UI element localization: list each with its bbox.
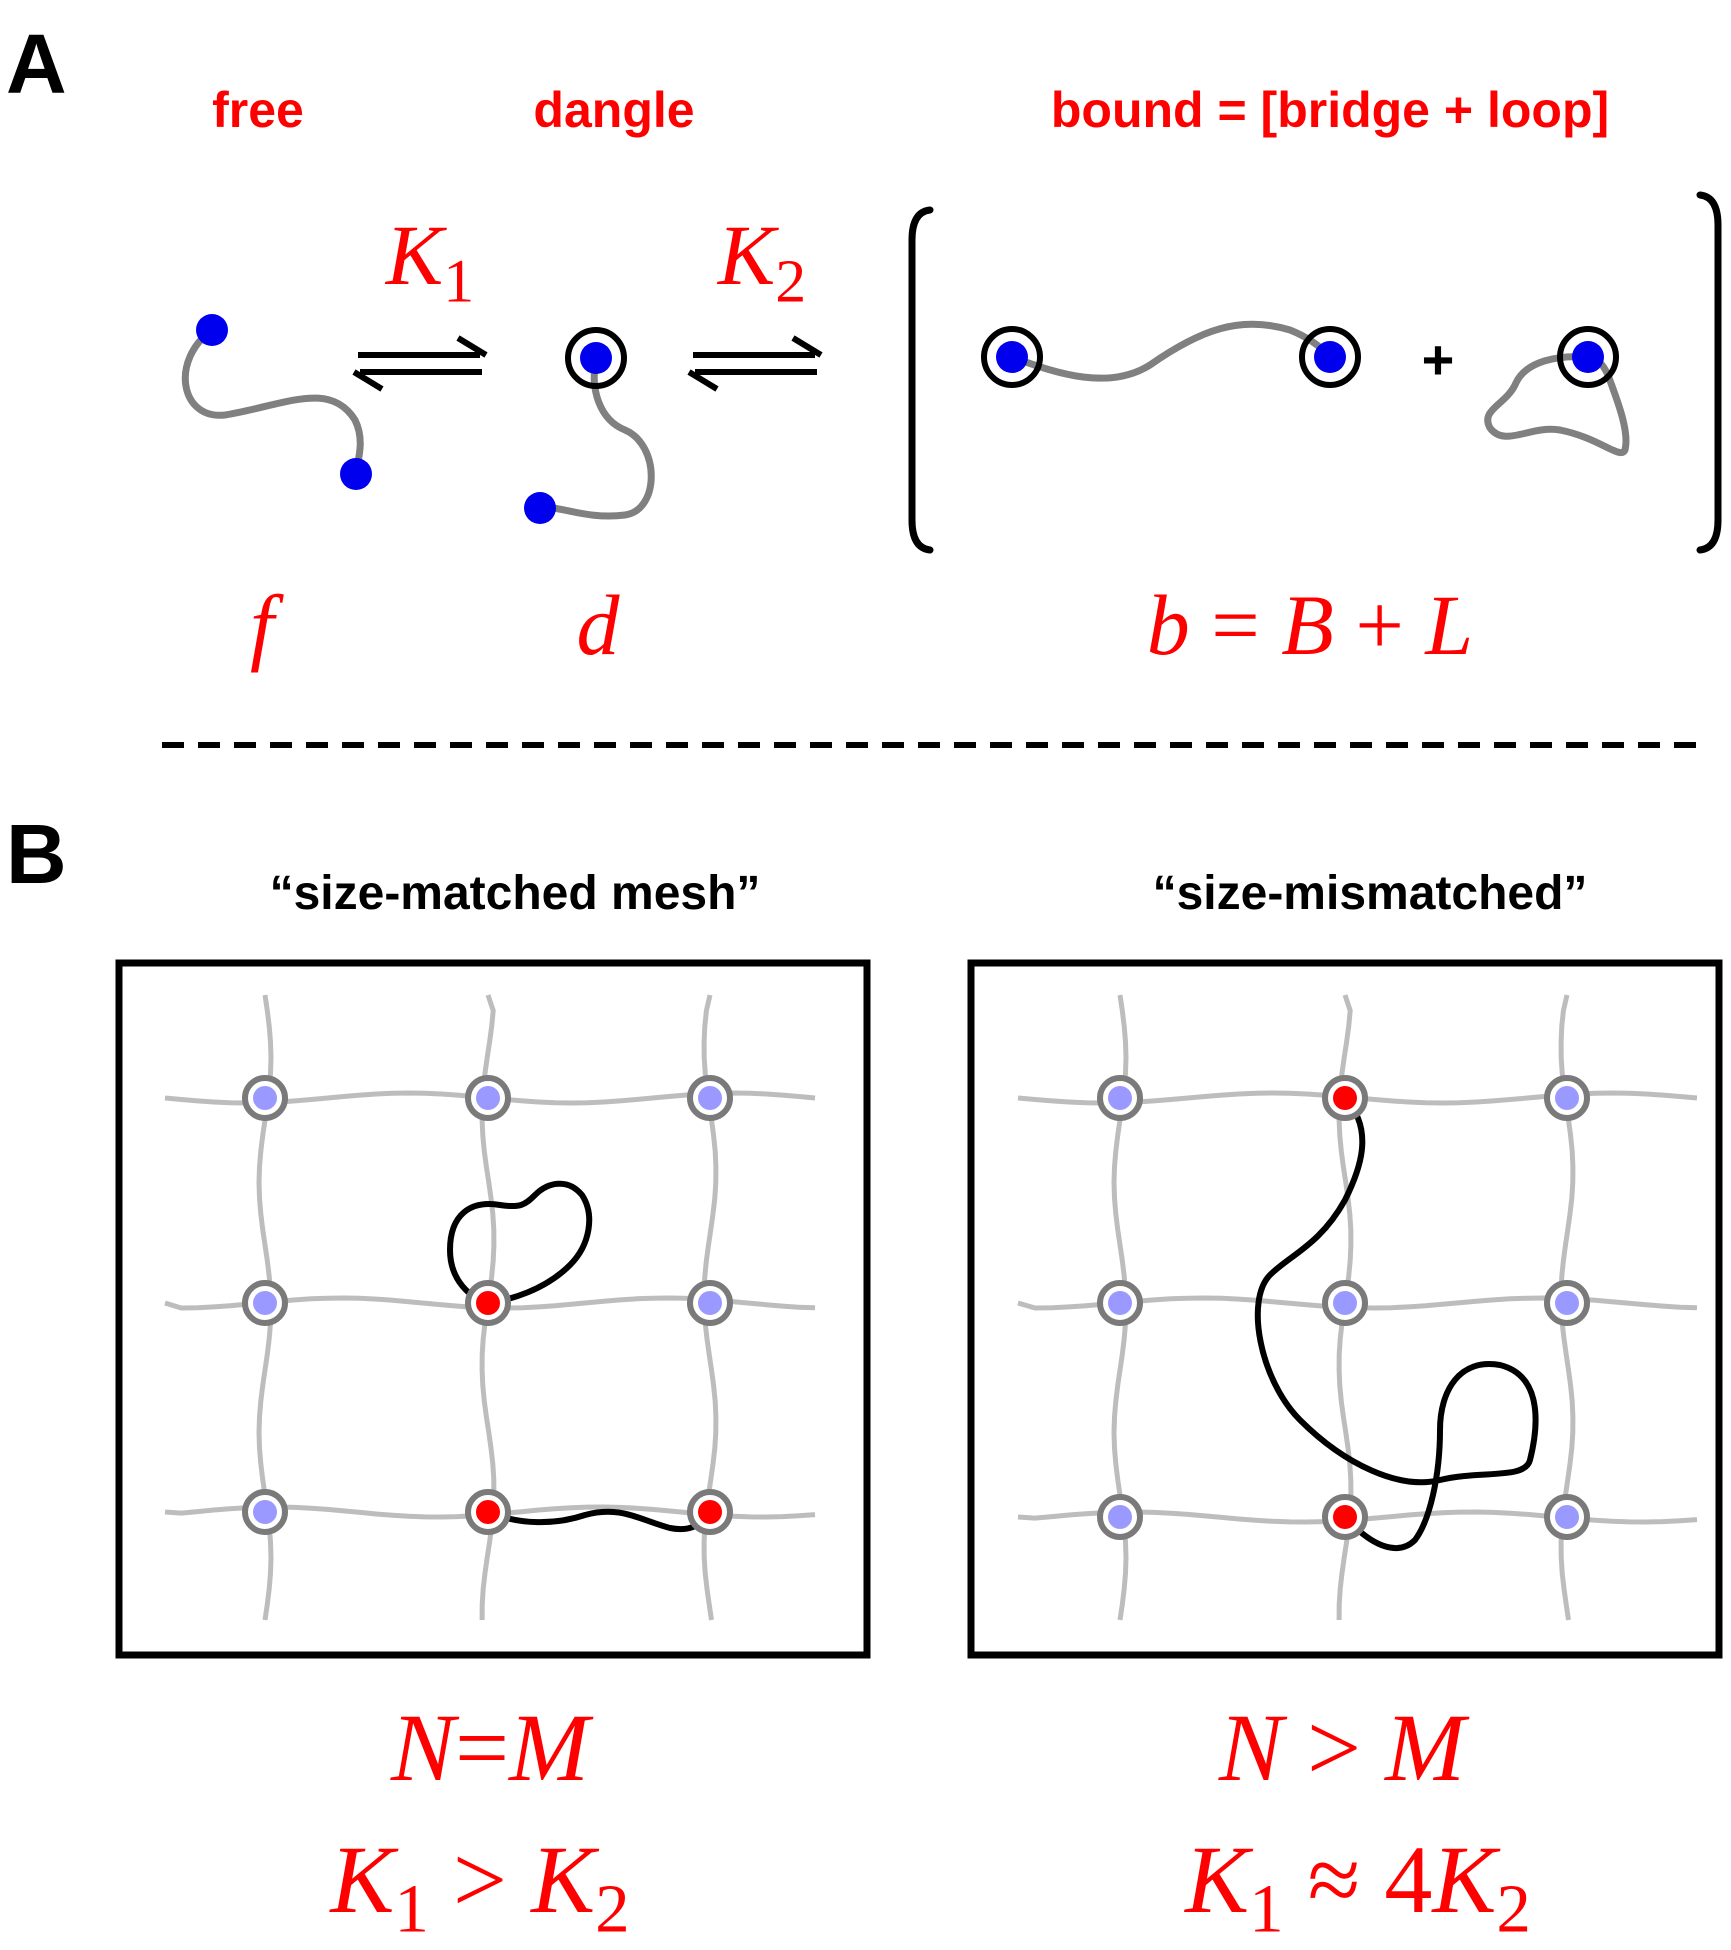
right-mesh-sticker	[1108, 1505, 1132, 1529]
right-eq1-lhs: N	[1218, 1694, 1283, 1801]
bridge-sticker-left	[996, 341, 1028, 373]
left-probe-sticker	[476, 1500, 500, 1524]
probe-loop-strand	[446, 1180, 593, 1306]
free-chain-sticker-top	[196, 314, 228, 346]
probe-bridge-strand	[485, 1508, 713, 1533]
right-eq2-k2: K	[1432, 1826, 1497, 1933]
left-eq2-op: >	[452, 1826, 508, 1933]
loop-symbol: L	[1425, 577, 1474, 673]
left-mesh-sticker	[253, 1291, 277, 1315]
mesh-box-right	[967, 959, 1723, 1659]
left-eq2-k2: K	[531, 1826, 596, 1933]
equilibrium-arrows-k2	[687, 335, 823, 392]
right-eq1-op: >	[1306, 1694, 1362, 1801]
mesh-nodes-left	[242, 1075, 733, 1535]
left-eq1-lhs: N	[390, 1694, 455, 1801]
bridge-chain-strand	[1008, 320, 1334, 382]
right-bracket	[1696, 191, 1722, 554]
equilibrium-arrows-k1	[352, 335, 488, 392]
bound-symbol: b	[1146, 577, 1190, 673]
dangle-chain-strand	[536, 356, 655, 520]
right-mesh-sticker	[1108, 1291, 1132, 1315]
left-equation-2: K1 > K2	[330, 1832, 629, 1943]
bound-equals: =	[1211, 577, 1260, 673]
size-matched-title: “size-matched mesh”	[269, 867, 761, 920]
dangle-state-label: dangle	[533, 82, 695, 138]
k2-subscript: 2	[775, 247, 807, 316]
right-equation-2: K1 ≈ 4K2	[1185, 1832, 1531, 1943]
loop-chain-strand	[1484, 353, 1630, 456]
loop-sticker	[1572, 341, 1604, 373]
loop-chain	[1484, 326, 1630, 456]
free-symbol: f	[250, 577, 274, 673]
bound-equation: b = B + L	[1147, 582, 1473, 668]
bridge-chain	[981, 320, 1361, 388]
right-eq2-k-sub: 1	[1249, 1869, 1284, 1947]
left-equation-1: N=M	[391, 1700, 589, 1796]
bridge-loop-plus: +	[1421, 328, 1455, 391]
mesh-box-left	[115, 959, 871, 1659]
right-eq2-coef: 4	[1384, 1826, 1433, 1933]
bridge-ring-right	[1299, 326, 1361, 388]
right-eq1-rhs: M	[1385, 1694, 1466, 1801]
left-eq2-k2-sub: 2	[595, 1869, 630, 1947]
probe-long-strand	[1254, 1095, 1539, 1551]
left-probe-sticker	[476, 1291, 500, 1315]
right-eq2-k: K	[1185, 1826, 1250, 1933]
right-equation-1: N > M	[1219, 1700, 1465, 1796]
k2-symbol: K	[717, 207, 776, 303]
free-chain	[181, 314, 372, 490]
bridge-ring-left	[981, 326, 1043, 388]
right-eq2-op: ≈	[1307, 1826, 1361, 1933]
right-eq2-k2-sub: 2	[1496, 1869, 1531, 1947]
left-eq2-k-sub: 1	[394, 1869, 429, 1947]
bridge-sticker-right	[1314, 341, 1346, 373]
right-mesh-sticker	[1555, 1505, 1579, 1529]
size-mismatched-title: “size-mismatched”	[1152, 867, 1588, 920]
right-mesh-sticker	[1108, 1086, 1132, 1110]
left-eq1-op: =	[454, 1694, 510, 1801]
dangle-chain	[524, 327, 655, 524]
bridge-symbol: B	[1281, 577, 1334, 673]
free-chain-strand	[181, 326, 364, 476]
loop-ring	[1557, 326, 1619, 388]
right-mesh-sticker	[1555, 1291, 1579, 1315]
dangle-symbol: d	[576, 577, 620, 673]
bound-state-label: bound = [bridge + loop]	[1050, 82, 1610, 138]
dangle-free-sticker	[524, 492, 556, 524]
panel-b-letter: B	[6, 807, 67, 901]
left-bracket	[908, 206, 934, 554]
panel-a-letter: A	[6, 17, 67, 111]
left-mesh-sticker	[476, 1086, 500, 1110]
probe-chain-left	[446, 1180, 713, 1533]
mesh-nodes-right	[1097, 1075, 1590, 1540]
k1-subscript: 1	[443, 247, 475, 316]
left-eq2-k: K	[330, 1826, 395, 1933]
free-state-label: free	[212, 82, 304, 138]
right-mesh-sticker	[1333, 1291, 1357, 1315]
left-probe-sticker	[698, 1500, 722, 1524]
right-probe-sticker	[1333, 1505, 1357, 1529]
free-chain-sticker-bottom	[340, 458, 372, 490]
left-mesh-sticker	[253, 1086, 277, 1110]
bound-plus: +	[1355, 577, 1404, 673]
dangle-bound-ring	[565, 327, 627, 389]
left-mesh-sticker	[698, 1086, 722, 1110]
probe-chain-right	[1254, 1095, 1539, 1551]
right-probe-sticker	[1333, 1086, 1357, 1110]
dangle-bound-sticker	[580, 342, 612, 374]
k2-constant: K2	[718, 212, 806, 313]
k1-symbol: K	[385, 207, 444, 303]
k1-constant: K1	[386, 212, 474, 313]
right-mesh-sticker	[1555, 1086, 1579, 1110]
left-mesh-sticker	[698, 1291, 722, 1315]
left-eq1-rhs: M	[509, 1694, 590, 1801]
left-mesh-sticker	[253, 1500, 277, 1524]
